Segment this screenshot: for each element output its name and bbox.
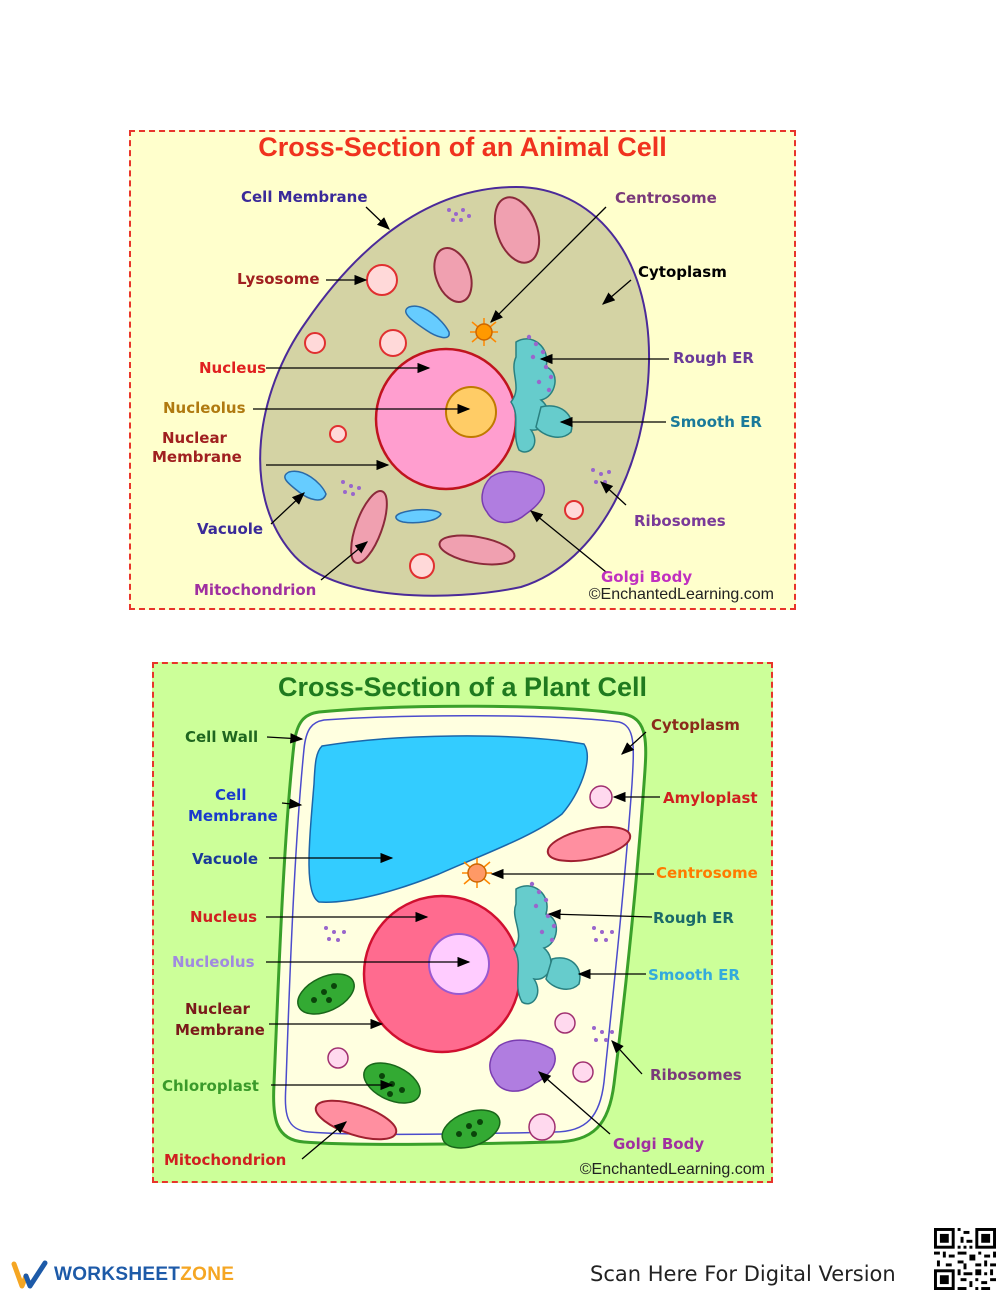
label-lysosome: Lysosome bbox=[237, 270, 320, 288]
label-nucleolus: Nucleolus bbox=[172, 953, 255, 971]
plant-cell-membrane-shape bbox=[284, 714, 635, 1136]
label-cell-membrane-line1: Cell bbox=[215, 786, 246, 804]
logo-wordmark: WORKSHEETZONE bbox=[54, 1264, 234, 1286]
label-nucleus: Nucleus bbox=[199, 359, 266, 377]
logo-w-icon bbox=[11, 1260, 48, 1289]
animal-ribosome-cluster bbox=[341, 208, 611, 496]
label-nuclear-membrane-line2: Membrane bbox=[152, 448, 242, 466]
plant-cell-panel: Cross-Section of a Plant Cell bbox=[152, 662, 773, 1183]
label-nuclear-membrane-line1: Nuclear bbox=[162, 429, 228, 447]
label-rough-er: Rough ER bbox=[653, 909, 734, 927]
plant-ribosome-cluster bbox=[324, 926, 614, 1042]
logo-word-zone: ZONE bbox=[180, 1264, 235, 1285]
animal-credit: ©EnchantedLearning.com bbox=[588, 586, 774, 603]
label-cell-membrane: Cell Membrane bbox=[241, 188, 368, 206]
lysosome-shape bbox=[304, 264, 584, 579]
label-nuclear-membrane-line2: Membrane bbox=[175, 1021, 265, 1039]
label-mitochondrion: Mitochondrion bbox=[164, 1151, 286, 1169]
plant-nucleolus-shape bbox=[428, 933, 490, 995]
label-amyloplast: Amyloplast bbox=[663, 789, 758, 807]
label-centrosome: Centrosome bbox=[615, 189, 717, 207]
plant-cell-diagram: Cell Wall Cytoplasm Cell Membrane Amylop… bbox=[162, 704, 758, 1169]
scan-prompt: Scan Here For Digital Version bbox=[590, 1262, 896, 1286]
label-cell-membrane-line2: Membrane bbox=[188, 807, 278, 825]
label-cell-wall: Cell Wall bbox=[185, 728, 258, 746]
plant-rough-er-ribosomes bbox=[529, 881, 557, 943]
label-ribosomes: Ribosomes bbox=[634, 512, 726, 530]
label-nucleus: Nucleus bbox=[190, 908, 257, 926]
animal-leader-lines bbox=[253, 206, 669, 581]
label-centrosome: Centrosome bbox=[656, 864, 758, 882]
animal-rough-er-ribosomes bbox=[526, 334, 554, 393]
animal-golgi-shape bbox=[481, 470, 546, 524]
animal-centrosome-shape bbox=[470, 318, 498, 346]
animal-cell-diagram: Cell Membrane Centrosome Lysosome Cytopl… bbox=[152, 185, 762, 599]
animal-nucleolus-shape bbox=[445, 386, 497, 438]
label-golgi-body: Golgi Body bbox=[601, 568, 692, 586]
animal-cell-title: Cross-Section of an Animal Cell bbox=[258, 132, 667, 162]
plant-er-shape bbox=[513, 885, 581, 1005]
label-smooth-er: Smooth ER bbox=[648, 966, 740, 984]
label-cytoplasm: Cytoplasm bbox=[651, 716, 740, 734]
plant-vacuole-shape bbox=[308, 735, 588, 903]
label-mitochondrion: Mitochondrion bbox=[194, 581, 316, 599]
plant-centrosome-shape bbox=[462, 858, 492, 888]
label-nuclear-membrane-line1: Nuclear bbox=[185, 1000, 251, 1018]
plant-vesicle-shape bbox=[327, 785, 613, 1141]
plant-cell-title: Cross-Section of a Plant Cell bbox=[277, 672, 648, 702]
label-golgi-body: Golgi Body bbox=[613, 1135, 704, 1153]
animal-cell-panel: Cross-Section of an Animal Cell bbox=[129, 130, 796, 610]
label-vacuole: Vacuole bbox=[197, 520, 263, 538]
label-rough-er: Rough ER bbox=[673, 349, 754, 367]
logo-word-worksheet: WORKSHEET bbox=[54, 1264, 181, 1285]
label-vacuole: Vacuole bbox=[192, 850, 258, 868]
plant-leader-lines bbox=[266, 731, 660, 1160]
vacuole-shape bbox=[284, 305, 450, 524]
plant-mitochondrion-shape bbox=[314, 825, 632, 1141]
label-nucleolus: Nucleolus bbox=[163, 399, 246, 417]
label-chloroplast: Chloroplast bbox=[162, 1077, 259, 1095]
label-smooth-er: Smooth ER bbox=[670, 413, 762, 431]
label-cytoplasm: Cytoplasm bbox=[638, 263, 727, 281]
qr-code-icon[interactable] bbox=[934, 1228, 996, 1290]
label-ribosomes: Ribosomes bbox=[650, 1066, 742, 1084]
worksheet-zone-logo[interactable]: WORKSHEETZONE bbox=[11, 1258, 234, 1292]
plant-credit: ©EnchantedLearning.com bbox=[579, 1161, 765, 1178]
